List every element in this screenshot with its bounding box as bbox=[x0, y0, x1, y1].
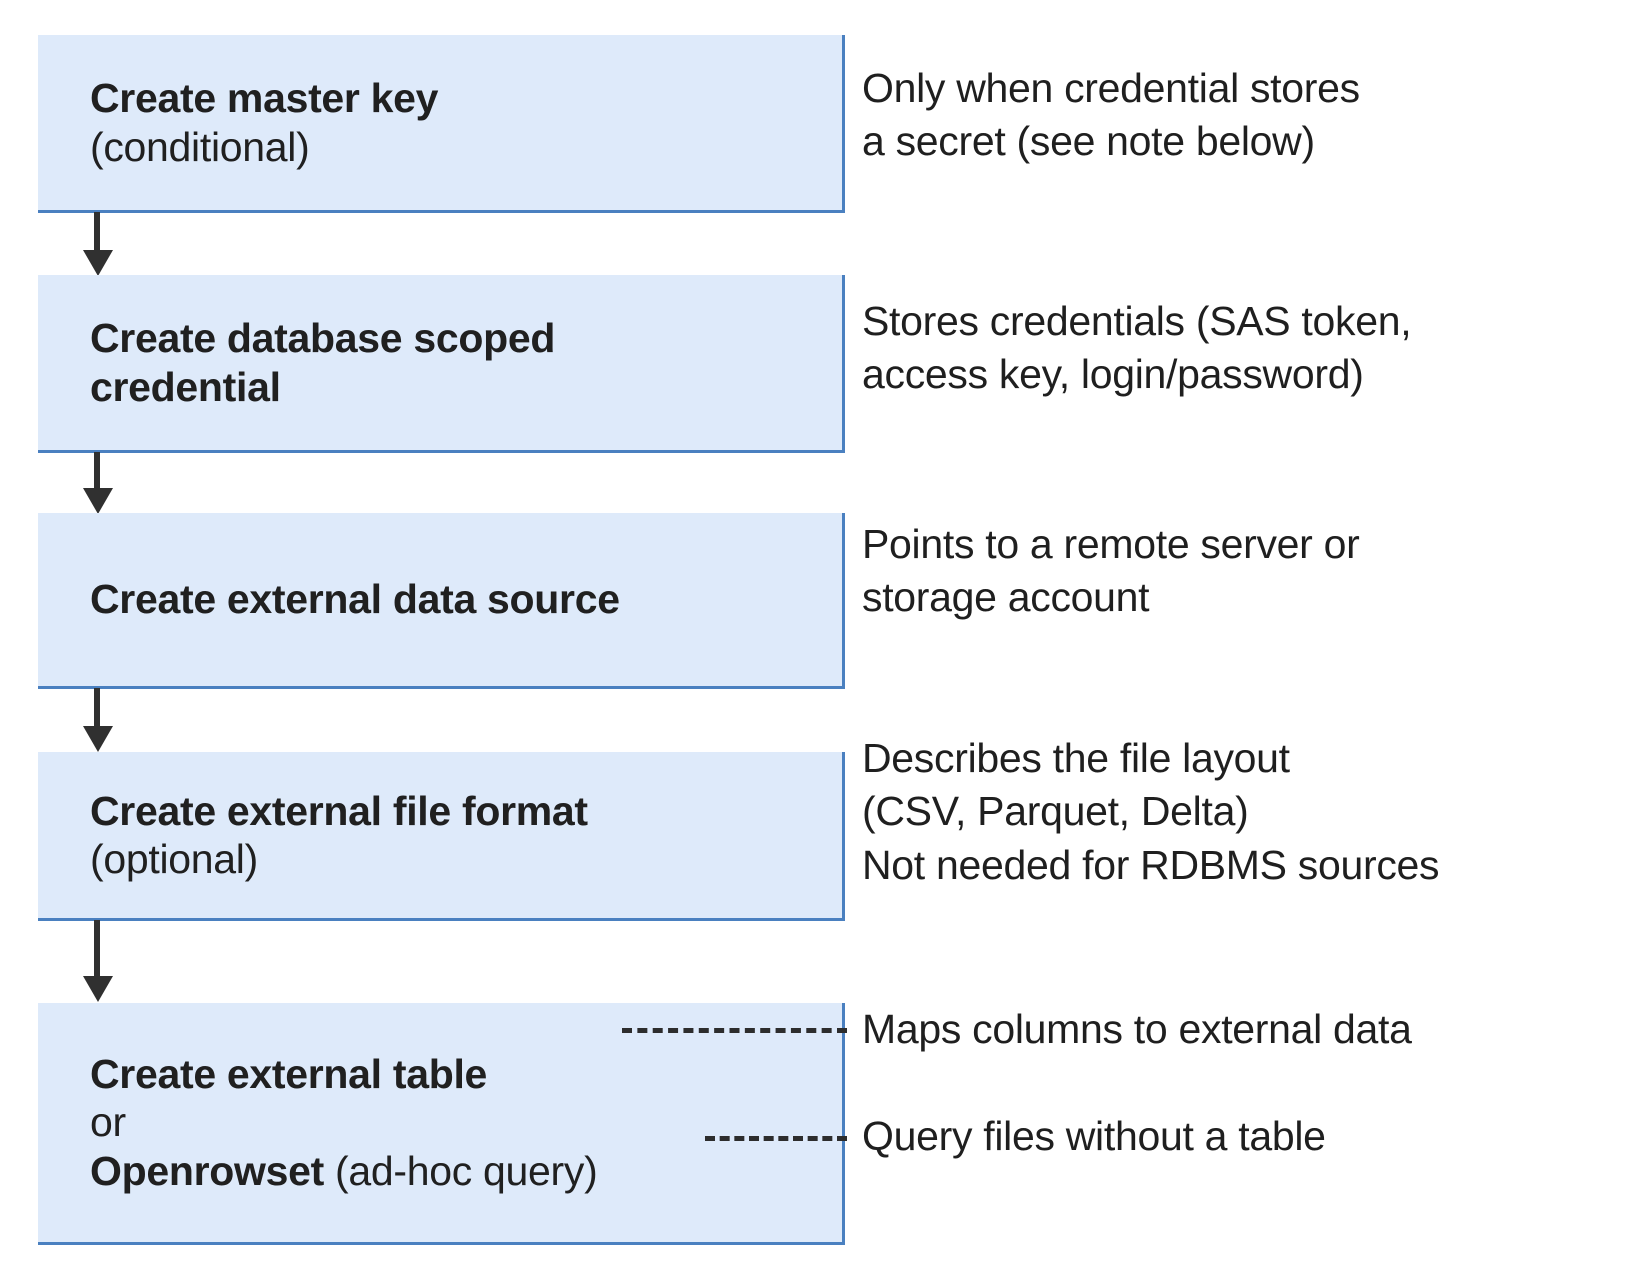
dashed-connector-external-table bbox=[622, 1028, 847, 1033]
step-title-line-1: Create database scoped bbox=[90, 315, 556, 362]
step-box-create-database-scoped-credential[interactable]: Create database scoped credential bbox=[38, 275, 845, 453]
step-title-create-external-file-format: Create external file format bbox=[90, 787, 588, 834]
step-or-label: or bbox=[90, 1099, 126, 1146]
arrow-head bbox=[83, 488, 113, 514]
description-line: Points to a remote server or bbox=[862, 521, 1360, 567]
description-create-database-scoped-credential: Stores credentials (SAS token, access ke… bbox=[862, 295, 1412, 402]
step-box-create-external-table-or-openrowset[interactable]: Create external table or Openrowset (ad-… bbox=[38, 1003, 845, 1245]
description-create-master-key: Only when credential stores a secret (se… bbox=[862, 62, 1360, 169]
description-create-external-file-format: Describes the file layout (CSV, Parquet,… bbox=[862, 732, 1440, 892]
arrow-head bbox=[83, 976, 113, 1002]
description-line: Stores credentials (SAS token, bbox=[862, 298, 1412, 344]
step-title-create-external-data-source: Create external data source bbox=[90, 576, 620, 623]
description-line: (CSV, Parquet, Delta) bbox=[862, 788, 1249, 835]
step-title-line-2: credential bbox=[90, 363, 281, 410]
arrow-shaft bbox=[94, 452, 100, 490]
arrow-head bbox=[83, 250, 113, 276]
description-line: storage account bbox=[862, 574, 1150, 621]
arrow-shaft bbox=[94, 212, 100, 252]
arrow-down-icon-3 bbox=[83, 688, 113, 752]
description-query-files-without-a-table: Query files without a table bbox=[862, 1110, 1326, 1163]
arrow-head bbox=[83, 726, 113, 752]
step-box-content: Create database scoped credential bbox=[38, 314, 842, 411]
step-box-create-external-file-format[interactable]: Create external file format (optional) bbox=[38, 752, 845, 921]
step-title-create-external-table: Create external table bbox=[90, 1050, 488, 1097]
description-maps-columns-to-external-data: Maps columns to external data bbox=[862, 1003, 1412, 1056]
arrow-shaft bbox=[94, 920, 100, 978]
arrow-down-icon-2 bbox=[83, 452, 113, 514]
description-line: Describes the file layout bbox=[862, 735, 1290, 781]
description-line: Not needed for RDBMS sources bbox=[862, 841, 1440, 888]
step-title-openrowset: Openrowset bbox=[90, 1147, 324, 1194]
description-line: access key, login/password) bbox=[862, 351, 1364, 398]
description-line: a secret (see note below) bbox=[862, 118, 1315, 165]
step-box-content: Create master key (conditional) bbox=[38, 74, 842, 171]
description-create-external-data-source: Points to a remote server or storage acc… bbox=[862, 518, 1360, 625]
step-box-create-master-key[interactable]: Create master key (conditional) bbox=[38, 35, 845, 213]
step-box-content: Create external data source bbox=[38, 575, 842, 623]
dashed-connector-openrowset bbox=[705, 1136, 847, 1141]
description-line: Maps columns to external data bbox=[862, 1006, 1412, 1052]
step-box-create-external-data-source[interactable]: Create external data source bbox=[38, 513, 845, 689]
step-box-content: Create external file format (optional) bbox=[38, 787, 842, 884]
step-subtitle-ad-hoc-query: (ad-hoc query) bbox=[323, 1147, 598, 1194]
step-subtitle-optional: (optional) bbox=[90, 836, 258, 882]
arrow-down-icon-4 bbox=[83, 920, 113, 1004]
arrow-shaft bbox=[94, 688, 100, 728]
step-title-create-master-key: Create master key bbox=[90, 75, 439, 122]
step-title-openrowset-row: Openrowset (ad-hoc query) bbox=[90, 1147, 828, 1195]
step-subtitle-conditional: (conditional) bbox=[90, 123, 310, 170]
step-box-content: Create external table or Openrowset (ad-… bbox=[38, 1050, 842, 1195]
description-line: Query files without a table bbox=[862, 1113, 1326, 1159]
description-line: Only when credential stores bbox=[862, 65, 1360, 111]
arrow-down-icon-1 bbox=[83, 212, 113, 276]
